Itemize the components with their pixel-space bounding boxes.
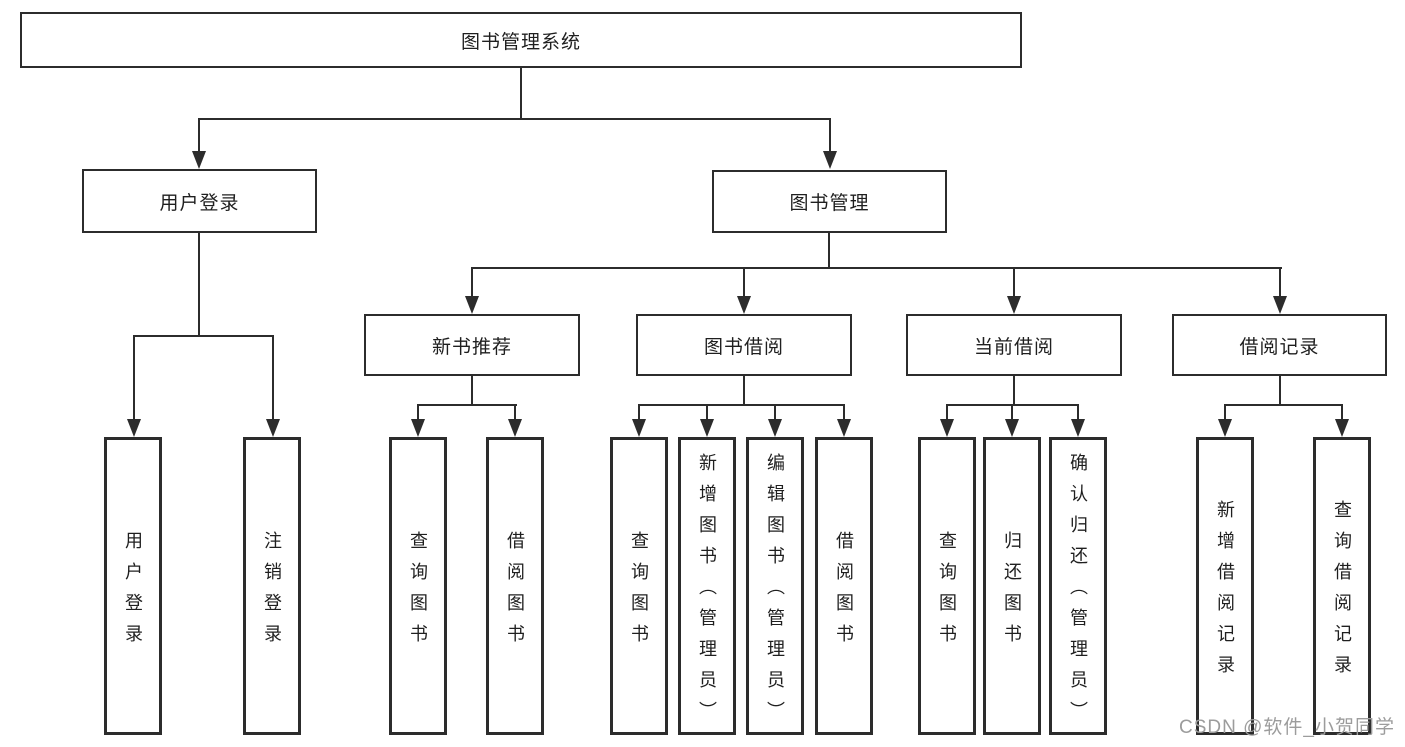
arrowhead-down-icon [127,419,141,437]
node-label: 图书借阅 [703,336,784,358]
connector-drop-book-management [829,118,831,154]
connector-drop [774,404,776,420]
connector-root-crossbar [198,118,831,120]
connector-borrowing-records-crossbar [1224,404,1343,406]
connector-drop [514,404,516,420]
connector-book-borrowing-crossbar [638,404,845,406]
arrowhead-down-icon [700,419,714,437]
leaf-recommend-borrow-books: 借阅图书 [486,437,544,735]
node-new-book-recommend: 新书推荐 [364,314,580,376]
arrowhead-down-icon [1335,419,1349,437]
connector-drop-new-book-recommend [471,267,473,297]
node-label: 确认归还（管理员） [1068,453,1088,732]
arrowhead-down-icon [266,419,280,437]
connector-drop-borrowing-records [1279,267,1281,297]
arrowhead-down-icon [1273,296,1287,314]
connector-current-borrowing-stem [1013,376,1015,406]
node-current-borrowing: 当前借阅 [906,314,1122,376]
arrowhead-down-icon [837,419,851,437]
arrowhead-down-icon [508,419,522,437]
node-label: 查询图书 [629,530,649,655]
connector-drop-leaf-user-login [133,335,135,420]
connector-drop [1224,404,1226,420]
connector-user-login-stem [198,233,200,336]
node-label: 查询图书 [408,530,428,655]
arrowhead-down-icon [1007,296,1021,314]
node-label: 编辑图书（管理员） [765,453,785,732]
connector-book-management-stem [828,233,830,268]
node-label: 借阅图书 [505,530,525,655]
csdn-watermark: CSDN @软件_小贺同学 [1179,717,1395,738]
connector-user-login-crossbar [133,335,274,337]
connector-root-stem [520,68,522,120]
leaf-borrowing-borrow-books: 借阅图书 [815,437,873,735]
arrowhead-down-icon [411,419,425,437]
node-label: 新书推荐 [431,336,512,358]
leaf-current-return-books: 归还图书 [983,437,1041,735]
arrowhead-down-icon [737,296,751,314]
leaf-logout-login: 注销登录 [243,437,301,735]
connector-book-management-crossbar [471,267,1282,269]
connector-drop-leaf-logout [272,335,274,420]
node-label: 归还图书 [1002,530,1022,655]
connector-drop [1341,404,1343,420]
leaf-borrowing-query-books: 查询图书 [610,437,668,735]
node-label: 用户登录 [123,530,143,655]
node-book-borrowing: 图书借阅 [636,314,852,376]
arrowhead-down-icon [940,419,954,437]
node-label: 借阅图书 [834,530,854,655]
leaf-current-confirm-return-admin: 确认归还（管理员） [1049,437,1107,735]
arrowhead-down-icon [465,296,479,314]
connector-book-borrowing-stem [743,376,745,406]
node-label: 借阅记录 [1239,336,1320,358]
leaf-borrowing-edit-books-admin: 编辑图书（管理员） [746,437,804,735]
connector-drop [638,404,640,420]
connector-drop-user-login [198,118,200,154]
connector-drop [706,404,708,420]
connector-drop [946,404,948,420]
arrowhead-down-icon [1218,419,1232,437]
node-label: 图书管理系统 [460,31,581,53]
node-label: 查询图书 [937,530,957,655]
arrowhead-down-icon [823,151,837,169]
arrowhead-down-icon [768,419,782,437]
leaf-records-query-borrow-record: 查询借阅记录 [1313,437,1371,735]
node-user-login: 用户登录 [82,169,317,233]
node-label: 新增图书（管理员） [697,453,717,732]
connector-new-book-crossbar [417,404,517,406]
node-label: 用户登录 [159,192,240,214]
connector-drop-current-borrowing [1013,267,1015,297]
arrowhead-down-icon [192,151,206,169]
node-label: 当前借阅 [973,336,1054,358]
connector-drop [843,404,845,420]
node-root-library-management-system: 图书管理系统 [20,12,1022,68]
arrowhead-down-icon [1005,419,1019,437]
arrowhead-down-icon [632,419,646,437]
node-label: 查询借阅记录 [1332,499,1352,686]
leaf-recommend-query-books: 查询图书 [389,437,447,735]
connector-drop [1011,404,1013,420]
node-label: 注销登录 [262,530,282,655]
leaf-borrowing-add-books-admin: 新增图书（管理员） [678,437,736,735]
node-borrowing-records: 借阅记录 [1172,314,1387,376]
connector-drop [417,404,419,420]
connector-drop [1077,404,1079,420]
arrowhead-down-icon [1071,419,1085,437]
connector-borrowing-records-stem [1279,376,1281,406]
connector-new-book-stem [471,376,473,406]
node-label: 图书管理 [789,193,870,214]
leaf-records-add-borrow-record: 新增借阅记录 [1196,437,1254,735]
node-label: 新增借阅记录 [1215,499,1235,686]
connector-drop-book-borrowing [743,267,745,297]
node-book-management: 图书管理 [712,170,947,233]
leaf-user-login: 用户登录 [104,437,162,735]
leaf-current-query-books: 查询图书 [918,437,976,735]
